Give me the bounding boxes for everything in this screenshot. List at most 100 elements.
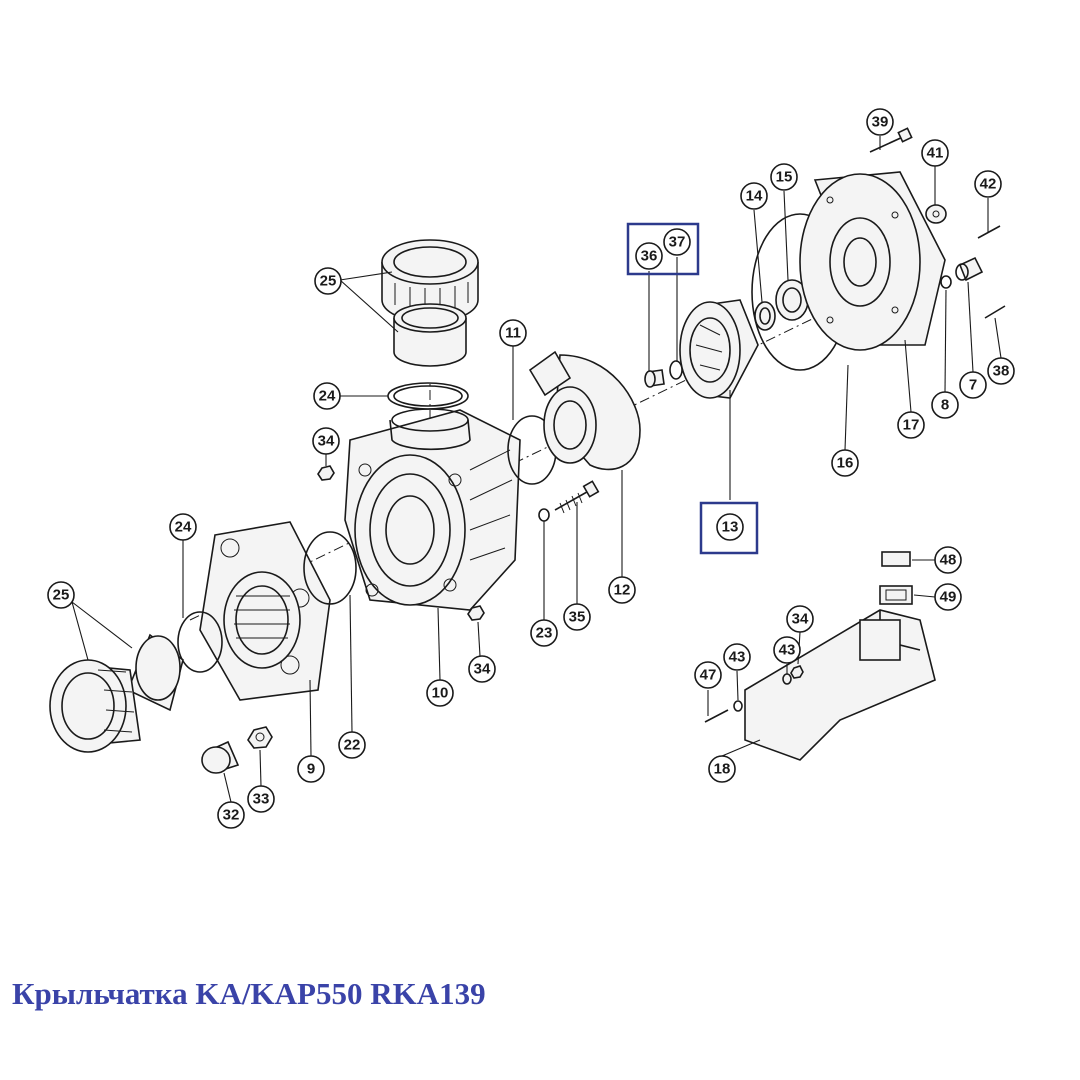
callout-39: 39 [866,108,894,136]
callout-22: 22 [338,731,366,759]
callout-41: 41 [921,139,949,167]
diffuser [528,350,641,471]
callouts: 25 25 24 24 34 34 34 11 36 37 14 15 39 4… [47,108,1015,829]
svg-text:37: 37 [669,234,686,251]
seal-14 [754,301,776,331]
svg-text:10: 10 [432,685,449,702]
svg-text:43: 43 [729,649,746,666]
o-ring-top [387,382,469,410]
callout-10: 10 [426,679,454,707]
svg-text:43: 43 [779,642,796,659]
callout-16: 16 [831,449,859,477]
svg-text:22: 22 [344,737,361,754]
svg-text:47: 47 [700,667,717,684]
svg-text:23: 23 [536,625,553,642]
callout-43-left: 43 [723,643,751,671]
svg-text:25: 25 [320,273,337,290]
svg-text:36: 36 [641,248,658,265]
svg-text:12: 12 [614,582,631,599]
nut-34-base [790,665,804,679]
svg-text:49: 49 [940,589,957,606]
o-ring-37 [669,360,683,380]
callout-9: 9 [297,755,325,783]
bolt-38 [984,305,1006,319]
callout-11: 11 [499,319,527,347]
svg-text:15: 15 [776,169,793,186]
callout-13: 13 [716,513,744,541]
callout-37: 37 [663,228,691,256]
bolt-42 [977,225,1001,239]
front-flange [199,521,331,701]
svg-text:16: 16 [837,455,854,472]
svg-text:24: 24 [175,519,192,536]
bolt-35 [554,480,600,514]
callout-42: 42 [974,170,1002,198]
hex-nut-34-top [317,465,335,481]
callout-25-front: 25 [47,581,75,609]
svg-text:13: 13 [722,519,739,536]
washer-43-left [733,700,743,712]
svg-text:34: 34 [792,611,809,628]
callout-24-top: 24 [313,382,341,410]
o-ring-front [177,611,223,673]
callout-12: 12 [608,576,636,604]
callout-33: 33 [247,785,275,813]
seal-49 [879,585,913,605]
motor-flange [799,171,946,351]
callout-34-top: 34 [312,427,340,455]
union-nut-front [49,659,141,753]
callout-17: 17 [897,411,925,439]
impeller-screw-36 [644,369,665,388]
svg-text:8: 8 [941,397,949,414]
svg-text:24: 24 [319,388,336,405]
drain-cap [201,740,240,774]
callout-14: 14 [740,182,768,210]
highlight-box-13 [699,501,759,555]
callout-48: 48 [934,546,962,574]
seal-8 [940,275,952,289]
caption-title: Крыльчатка KA/KAP550 RKA139 [12,976,486,1011]
callout-49: 49 [934,583,962,611]
cover-48 [881,551,911,567]
svg-text:14: 14 [746,188,763,205]
svg-text:34: 34 [318,433,335,450]
callout-34-base: 34 [786,605,814,633]
svg-text:32: 32 [223,807,240,824]
svg-text:18: 18 [714,761,731,778]
bolt-39 [869,127,913,153]
callout-47: 47 [694,661,722,689]
svg-text:11: 11 [505,325,521,342]
svg-text:25: 25 [53,587,70,604]
impeller [679,299,759,399]
hex-nut-34-bottom [467,605,485,621]
svg-text:42: 42 [980,176,997,193]
o-ring-flange [303,531,357,605]
callout-43-right: 43 [773,636,801,664]
hex-nut-33 [247,726,273,749]
highlight-boxes [626,222,759,555]
callout-25-top: 25 [314,267,342,295]
pump-housing [344,408,521,611]
svg-text:34: 34 [474,661,491,678]
callout-36: 36 [635,242,663,270]
callout-15: 15 [770,163,798,191]
svg-text:41: 41 [927,145,944,162]
svg-text:9: 9 [307,761,315,778]
motor-base [744,609,936,761]
cable-gland-7 [955,256,984,282]
union-tail-front [126,633,184,712]
highlight-box-36-37 [626,222,700,276]
svg-text:35: 35 [569,609,586,626]
callout-34-bottom: 34 [468,655,496,683]
callout-32: 32 [217,801,245,829]
callout-18: 18 [708,755,736,783]
callout-8: 8 [931,391,959,419]
svg-text:38: 38 [993,363,1010,380]
callout-23: 23 [530,619,558,647]
svg-text:39: 39 [872,114,889,131]
callout-24-front: 24 [169,513,197,541]
callout-38: 38 [987,357,1015,385]
washer-23 [538,508,550,522]
